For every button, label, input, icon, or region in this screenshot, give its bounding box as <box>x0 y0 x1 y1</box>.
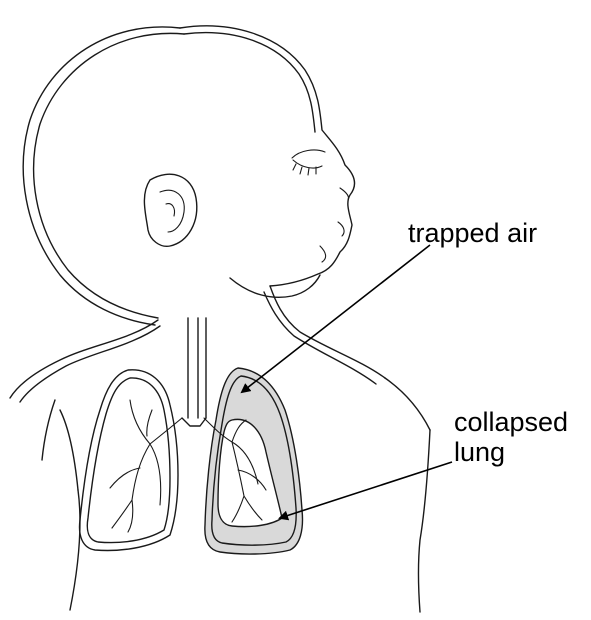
bronchi-junction <box>182 418 206 426</box>
trapped-air-arrow <box>242 245 430 392</box>
collapsed-lung-label-line1: collapsed <box>454 407 568 437</box>
right-lung <box>204 368 303 554</box>
trachea <box>188 318 206 418</box>
left-lung <box>80 370 182 551</box>
eye <box>292 150 325 175</box>
collapsed-lung-label: collapsed lung <box>454 407 568 467</box>
nose-mouth <box>320 188 349 262</box>
trapped-air-label: trapped air <box>408 218 537 248</box>
ear <box>144 174 196 246</box>
collapsed-lung-label-line2: lung <box>454 437 568 467</box>
head-outline <box>23 26 354 325</box>
